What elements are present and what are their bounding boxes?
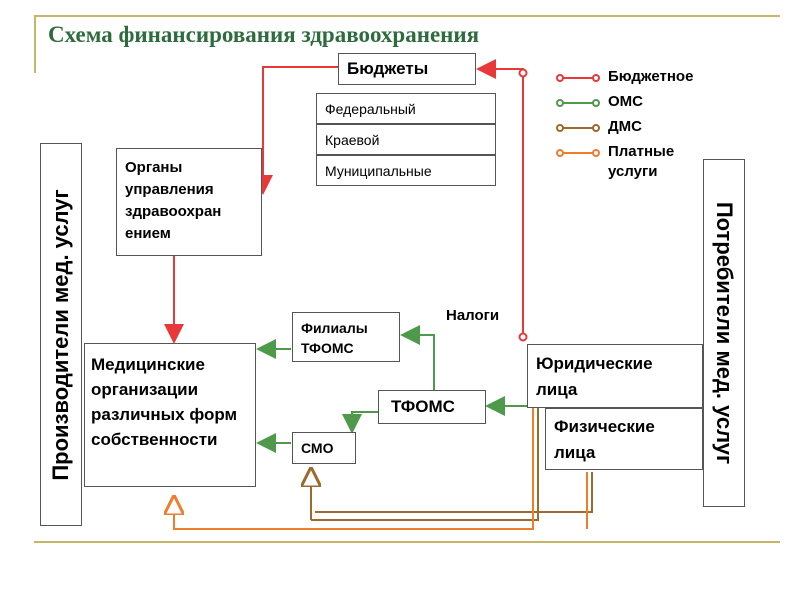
taxes-label: Налоги xyxy=(446,307,500,324)
medical-orgs-label: Медицинские организации различных форм с… xyxy=(91,355,238,449)
branches-tfoms-label: Филиалы ТФОМС xyxy=(301,320,368,356)
regional-budget-box: Краевой xyxy=(316,124,496,155)
dms-flows xyxy=(311,408,593,521)
page-title: Схема финансирования здравоохранения xyxy=(48,22,480,47)
health-authorities-box: Органы управления здравоохран ением xyxy=(116,148,262,256)
tfoms-box: ТФОМС xyxy=(378,390,486,424)
health-authorities-label: Органы управления здравоохран ением xyxy=(125,159,222,242)
oms-flows xyxy=(256,325,527,453)
paid-flows xyxy=(174,408,588,530)
consumers-side-label: Потребители мед. услуг xyxy=(712,201,737,465)
legend-dms-label: ДМС xyxy=(608,118,643,135)
legend-oms-label: ОМС xyxy=(608,93,643,110)
consumers-side-box: Потребители мед. услуг xyxy=(703,159,745,507)
medical-orgs-box: Медицинские организации различных форм с… xyxy=(84,343,256,487)
municipal-budget-box: Муниципальные xyxy=(316,155,496,186)
federal-budget-box: Федеральный xyxy=(316,93,496,124)
regional-budget-label: Краевой xyxy=(325,132,380,148)
producers-side-label: Производители мед. услуг xyxy=(48,188,73,481)
branches-tfoms-box: Филиалы ТФОМС xyxy=(292,312,400,362)
bottom-decor-line xyxy=(34,541,780,543)
smo-label: СМО xyxy=(301,440,334,456)
legend-budget-label: Бюджетное xyxy=(608,68,694,85)
budget-flows xyxy=(164,59,528,344)
title-decor-tick xyxy=(34,15,36,73)
legend-paid-label: Платные услуги xyxy=(608,143,675,180)
top-decor-line xyxy=(34,15,780,17)
individuals-label: Физические лица xyxy=(554,417,655,462)
budgets-label: Бюджеты xyxy=(347,59,429,78)
municipal-budget-label: Муниципальные xyxy=(325,163,432,179)
budgets-box: Бюджеты xyxy=(338,53,476,85)
individuals-box: Физические лица xyxy=(545,408,703,470)
legal-entities-label: Юридические лица xyxy=(536,354,653,399)
tfoms-label: ТФОМС xyxy=(391,397,455,416)
legend-markers xyxy=(556,74,600,157)
federal-budget-label: Федеральный xyxy=(325,101,416,117)
producers-side-box: Производители мед. услуг xyxy=(40,143,82,526)
legal-entities-box: Юридические лица xyxy=(527,344,703,408)
smo-box: СМО xyxy=(292,432,356,464)
